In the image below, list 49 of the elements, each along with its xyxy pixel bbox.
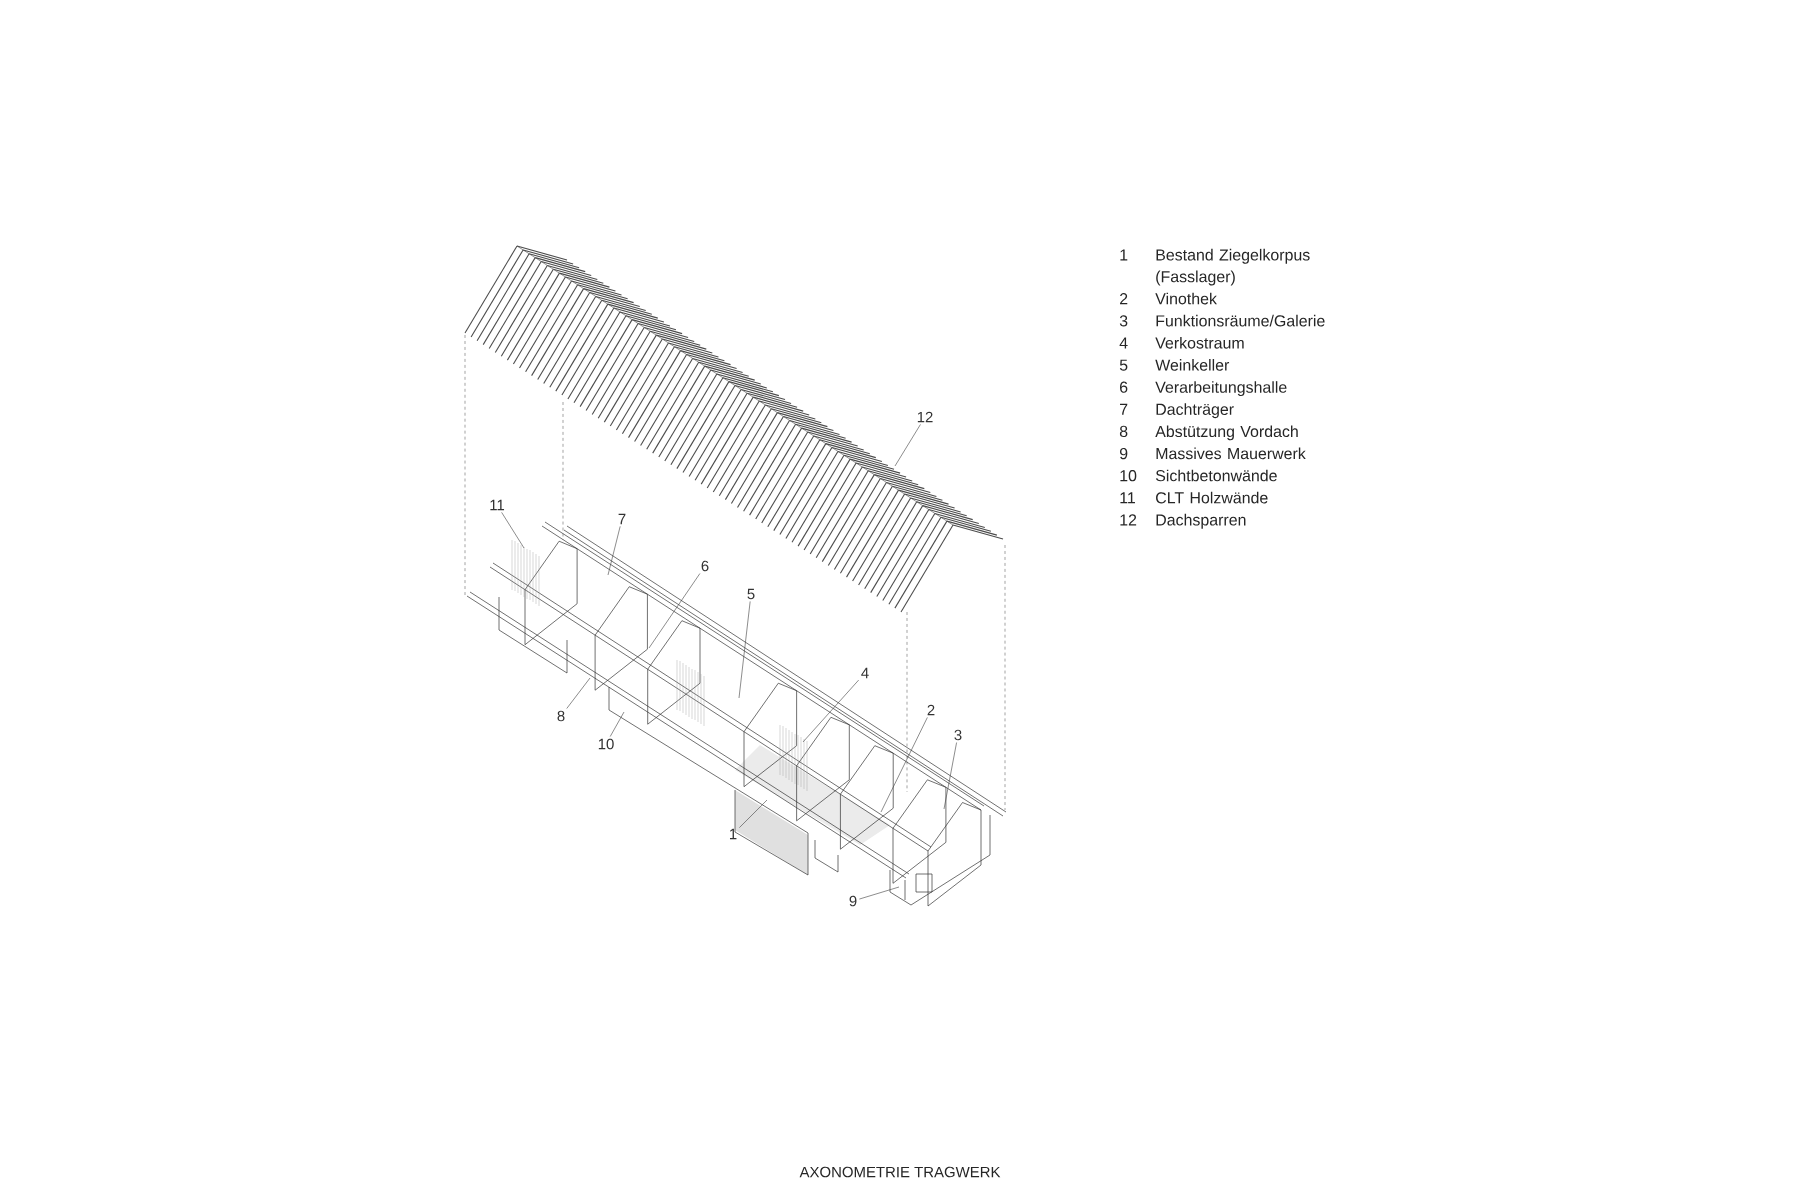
item-number: 4 (1119, 337, 1128, 349)
item-text: Dachsparren (1156, 513, 1246, 529)
leader-line (802, 679, 859, 743)
item-text: Verarbeitungshalle (1155, 381, 1287, 397)
leader-line (607, 526, 621, 576)
callout-number: 10 (598, 738, 614, 750)
item-text: Weinkeller (1155, 359, 1230, 371)
item-number: 6 (1120, 381, 1128, 393)
leader-line (501, 512, 525, 549)
item-text: Vinothek (1155, 292, 1217, 305)
item-text: Abstützung Vordach (1155, 425, 1298, 441)
item-number: 10 (1120, 470, 1137, 482)
item-text: Sichtbetonwände (1155, 469, 1277, 482)
leader-line (943, 742, 957, 810)
caption: AXONOMETRIE TRAGWERK (799, 1166, 1001, 1178)
item-number: 12 (1120, 514, 1137, 526)
callout-number: 12 (917, 411, 933, 423)
item-text: CLT Holzwände (1156, 491, 1268, 504)
leader-line (739, 799, 768, 828)
callout-number: 7 (618, 513, 626, 525)
leader-line (859, 886, 900, 900)
item-number: 7 (1120, 403, 1128, 415)
item-text: Bestand Ziegelkorpus (Fasslager) (1156, 248, 1310, 286)
item-text: Massives Mauerwerk (1156, 447, 1306, 460)
item-text: Verkostraum (1155, 336, 1244, 349)
item-number: 1 (1120, 249, 1128, 261)
leader-line (566, 677, 591, 709)
leader-line (648, 573, 701, 649)
callout-number: 4 (861, 667, 869, 679)
leader-line (609, 711, 625, 737)
item-number: 8 (1119, 425, 1128, 438)
leader-line (880, 717, 928, 813)
item-number: 9 (1119, 447, 1128, 460)
callout-number: 3 (954, 729, 962, 741)
leader-line (894, 424, 921, 467)
item-text: Dachträger (1156, 403, 1234, 419)
callout-number: 2 (927, 704, 935, 716)
item-number: 3 (1119, 315, 1128, 327)
callout-number: 5 (747, 588, 755, 600)
callout-number: 8 (557, 710, 565, 722)
callout-number: 1 (730, 828, 737, 840)
item-number: 2 (1120, 293, 1128, 305)
item-text: Funktionsräume/Galerie (1156, 314, 1325, 327)
item-number: 11 (1120, 492, 1135, 504)
callout-number: 6 (701, 560, 709, 572)
item-number: 5 (1119, 359, 1128, 371)
callout-number: 11 (490, 499, 505, 511)
callout-number: 9 (849, 895, 857, 907)
leader-line (738, 601, 751, 699)
